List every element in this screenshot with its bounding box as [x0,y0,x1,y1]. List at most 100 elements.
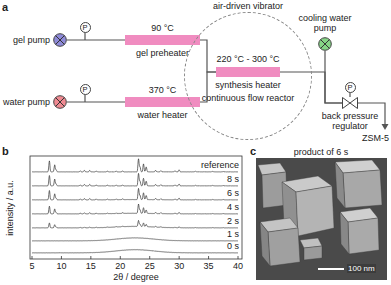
axis-title: intensity / a.u. [5,158,15,258]
crystal-face [296,186,334,236]
valve-icon [342,97,358,109]
pressure-gauge: P [345,82,356,93]
trace-label: 1 s [189,229,239,239]
trace-label: reference [189,160,239,170]
xrd-trace [32,173,238,186]
axis-tick [61,256,62,259]
pump-circle [54,34,67,47]
pump-circle [54,96,67,109]
pump-symbol: cooling water pump [318,37,332,51]
pump-cross [56,98,65,107]
pressure-gauge: P [80,22,91,33]
vibrator-label: air-driven vibrator [178,1,318,11]
axis-tick [32,256,33,259]
valve-half [343,98,351,109]
heater-label: synthesis heater [198,80,298,90]
tick-label: 20 [110,261,130,271]
pump-cross [56,36,65,45]
product-label: ZSM-5 [339,133,389,143]
crystal-face [304,246,322,260]
heater-box: 220 °C - 300 °Csynthesis heater [216,67,280,77]
tick-label: 35 [199,261,219,271]
panel-letter: a [2,1,16,13]
heater-box: 90 °Cgel preheater [125,35,200,45]
pump-symbol: water pump [53,95,67,109]
crystal-face [343,170,382,208]
trace-label: 6 s [189,188,239,198]
heater-label: water heater [115,110,210,120]
pump-label: water pump [2,97,50,107]
pump-circle [319,38,332,51]
flow-extras [85,33,389,131]
pump-symbol: gel pump [53,33,67,47]
gauge-stem [84,95,85,103]
regulator-label: back pressure regulator [315,111,385,131]
panel-letter: c [250,145,264,157]
heater-box: 370 °Cwater heater [125,97,200,107]
pump-cross [321,40,330,49]
gauge-letter: P [81,85,90,94]
trace-label: 4 s [189,202,239,212]
pipe-line [325,51,342,103]
pump-icon [53,33,67,47]
temperature-label: 90 °C [125,23,200,33]
xrd-trace [32,188,238,200]
temperature-label: 370 °C [125,85,200,95]
outlet-arrow [382,124,389,130]
pipe-line [67,39,125,40]
plot-frame [30,156,242,259]
heater-label: gel preheater [115,48,210,58]
pump-label: cooling water pump [290,13,360,33]
tick-label: 40 [228,261,248,271]
pump-icon [318,37,332,51]
gauge-stem [349,93,350,98]
pump-cross [321,40,330,49]
axis-tick [238,256,239,259]
axis-tick [120,256,121,259]
crystal-face [348,218,379,254]
sem-background [256,158,387,280]
axis-title: 2θ / degree [86,272,186,282]
reactor-circle: air-driven vibratorcontinuous flow react… [184,12,312,140]
pump-cross [56,36,65,45]
pipe-line [67,101,125,102]
panel-letter: b [2,145,16,157]
crystal-face [268,228,300,266]
trace-label: 2 s [189,216,239,226]
valve-half [350,98,358,109]
scale-label: 100 nm [347,264,376,273]
image-title: product of 6 s [271,147,371,157]
tick-label: 25 [140,261,160,271]
crystal-face [340,212,349,254]
pump-cross [56,98,65,107]
tick-label: 15 [81,261,101,271]
xrd-trace [32,220,238,228]
xrd-trace [32,204,238,214]
crystal-face [260,222,270,266]
xrd-trace [32,250,238,253]
axis-tick [208,256,209,259]
xrd-trace [32,238,238,241]
pressure-gauge: P [80,84,91,95]
tick-label: 5 [22,261,42,271]
gauge-letter: P [81,23,90,32]
tick-label: 30 [169,261,189,271]
pipe-line [200,40,216,72]
xrd-trace [32,159,238,172]
trace-label: 8 s [189,174,239,184]
scale-bar [318,268,344,270]
axis-tick [179,256,180,259]
pump-icon [53,95,67,109]
tick-label: 10 [51,261,71,271]
trace-label: 0 s [189,241,239,251]
axis-tick [90,256,91,259]
regulator-valve: back pressure regulator [342,97,358,109]
reactor-label: continuous flow reactor [188,93,308,103]
gauge-stem [84,33,85,41]
pump-label: gel pump [2,35,50,45]
axis-tick [149,256,150,259]
sem-image [256,158,387,280]
temperature-label: 220 °C - 300 °C [198,54,298,64]
crystal-face [335,162,345,208]
gauge-letter: P [346,83,355,92]
